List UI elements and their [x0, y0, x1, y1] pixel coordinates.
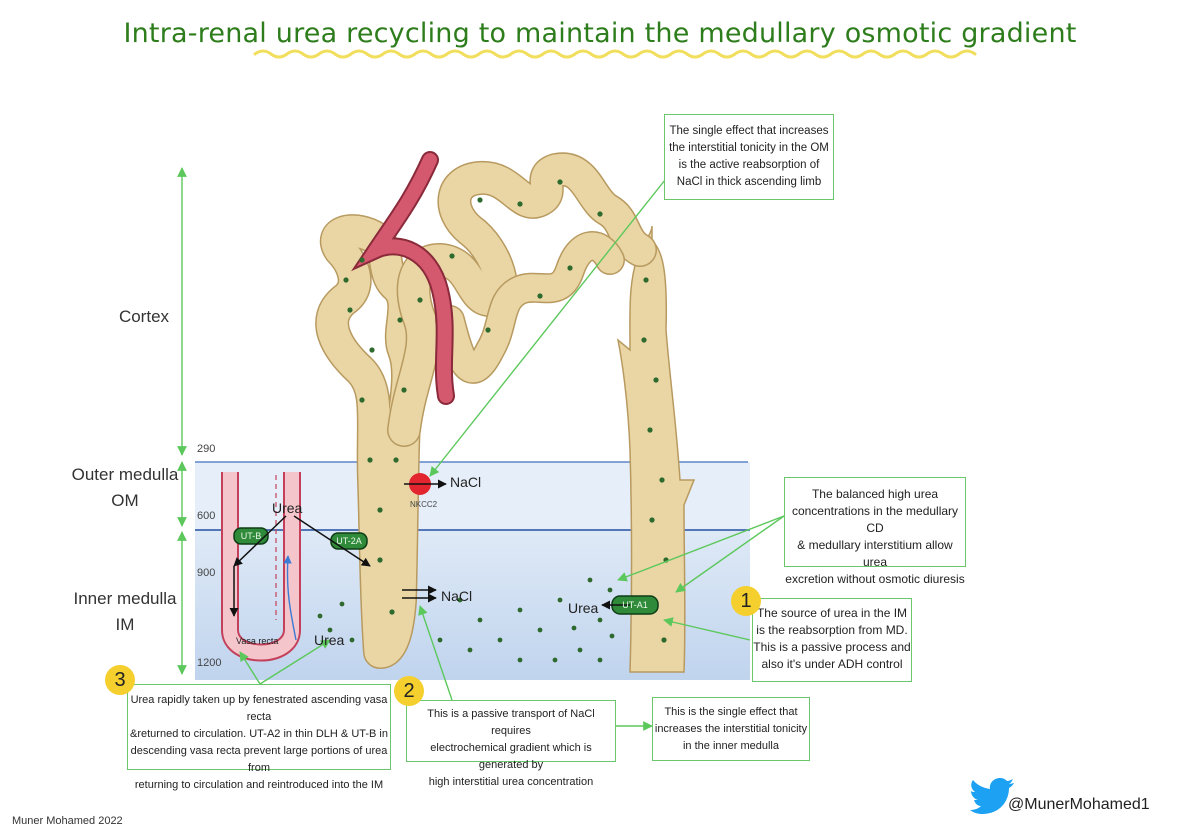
badge-3: 3	[105, 665, 135, 695]
callout-urea-uptake: Urea rapidly taken up by fenestrated asc…	[127, 684, 391, 791]
page-title: Intra-renal urea recycling to maintain t…	[123, 18, 1077, 49]
badge-2: 2	[394, 676, 424, 706]
tick-1200: 1200	[197, 657, 222, 669]
zone-label-cortex: Cortex	[118, 307, 170, 326]
tick-900: 900	[197, 567, 216, 579]
ut-b-transporter	[233, 527, 269, 545]
tick-600: 600	[197, 510, 216, 522]
author-credit: Muner Mohamed 2022	[12, 815, 123, 827]
title-underline	[253, 49, 977, 59]
nephron-tubule	[315, 152, 657, 669]
ut-a2-label: UT-2A	[336, 536, 362, 546]
urea-top-label: Urea	[272, 500, 303, 516]
urea-bottom-label: Urea	[314, 632, 345, 648]
twitter-handle[interactable]: @MunerMohamed1	[1008, 796, 1150, 813]
nkcc2-label: NKCC2	[410, 500, 438, 509]
nacl-om-label: NaCl	[450, 474, 482, 490]
ut-a1-label: UT-A1	[622, 600, 648, 610]
nacl-im-label: NaCl	[441, 588, 473, 604]
vasa-recta-label: Vasa recta	[236, 636, 279, 646]
badge-1: 1	[731, 586, 761, 616]
interstitial-dots	[317, 577, 615, 663]
callout-passive-nacl: This is a passive transport of NaCl requ…	[406, 700, 616, 788]
tick-290: 290	[197, 443, 216, 455]
urea-cd-label: Urea	[568, 600, 599, 616]
blue-arrow	[283, 555, 297, 641]
twitter-bird-icon	[970, 778, 1014, 814]
collecting-duct	[616, 225, 696, 673]
tubule-dots	[343, 179, 669, 643]
ut-b-label: UT-B	[240, 531, 262, 541]
